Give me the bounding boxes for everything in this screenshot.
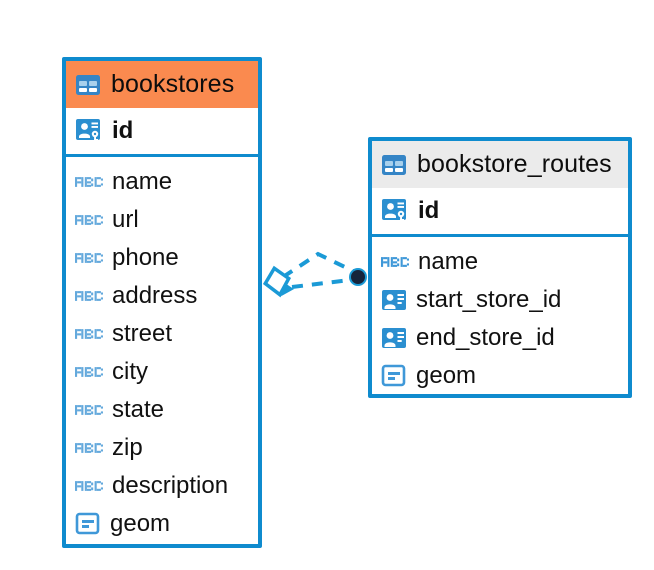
field-row-start-store-id[interactable]: start_store_id [372, 281, 628, 319]
field-row-primary-key[interactable]: id [372, 188, 628, 234]
field-label: id [112, 117, 134, 144]
field-row-geom[interactable]: geom [66, 505, 258, 543]
relationship-line-straight [291, 278, 351, 289]
text-field-icon [75, 215, 103, 225]
field-label: city [112, 358, 148, 385]
table-icon [76, 74, 100, 95]
field-label: end_store_id [416, 324, 555, 351]
diamond-marker [262, 265, 294, 298]
primary-key-section-bookstore-routes: id [372, 188, 628, 237]
field-row-url[interactable]: url [66, 201, 258, 239]
entity-bookstore-routes[interactable]: bookstore_routes id [368, 137, 632, 398]
field-list-bookstores: name url [66, 157, 258, 544]
field-label: zip [112, 434, 143, 461]
field-list-bookstore-routes: name start_store_id [372, 237, 628, 394]
text-field-icon [75, 253, 103, 263]
field-row-geom[interactable]: geom [372, 357, 628, 394]
field-label: name [112, 168, 173, 195]
field-row-address[interactable]: address [66, 277, 258, 315]
entity-bookstores[interactable]: bookstores id [62, 57, 262, 548]
field-label: phone [112, 244, 179, 271]
primary-key-section-bookstores: id [66, 108, 258, 157]
field-row-name[interactable]: name [66, 163, 258, 201]
field-row-primary-key[interactable]: id [66, 108, 258, 154]
field-row-end-store-id[interactable]: end_store_id [372, 319, 628, 357]
primary-key-icon [382, 199, 406, 222]
field-label: id [418, 197, 440, 224]
entity-header-bookstores[interactable]: bookstores [66, 61, 258, 108]
field-row-description[interactable]: description [66, 467, 258, 505]
text-field-icon [75, 443, 103, 453]
field-row-zip[interactable]: zip [66, 429, 258, 467]
field-label: name [418, 248, 479, 275]
geometry-field-icon [381, 364, 406, 387]
text-field-icon [75, 291, 103, 301]
text-field-icon [75, 367, 103, 377]
field-label: description [112, 472, 229, 499]
field-row-name[interactable]: name [372, 243, 628, 281]
filled-circle-marker [349, 268, 367, 286]
field-row-phone[interactable]: phone [66, 239, 258, 277]
primary-key-icon [76, 119, 100, 142]
text-field-icon [381, 257, 409, 267]
relationship-line-angled [281, 251, 354, 279]
field-label: geom [416, 362, 477, 389]
table-icon [382, 154, 406, 175]
entity-title: bookstores [111, 70, 235, 98]
text-field-icon [75, 481, 103, 491]
field-row-city[interactable]: city [66, 353, 258, 391]
entity-title: bookstore_routes [417, 150, 612, 178]
field-label: street [112, 320, 173, 347]
field-label: geom [110, 510, 171, 537]
foreign-key-icon [382, 328, 406, 348]
text-field-icon [75, 405, 103, 415]
entity-header-bookstore-routes[interactable]: bookstore_routes [372, 141, 628, 188]
text-field-icon [75, 329, 103, 339]
field-label: start_store_id [416, 286, 562, 313]
field-label: url [112, 206, 139, 233]
geometry-field-icon [75, 512, 100, 535]
field-label: state [112, 396, 165, 423]
text-field-icon [75, 177, 103, 187]
field-row-street[interactable]: street [66, 315, 258, 353]
foreign-key-icon [382, 290, 406, 310]
field-row-state[interactable]: state [66, 391, 258, 429]
field-label: address [112, 282, 198, 309]
